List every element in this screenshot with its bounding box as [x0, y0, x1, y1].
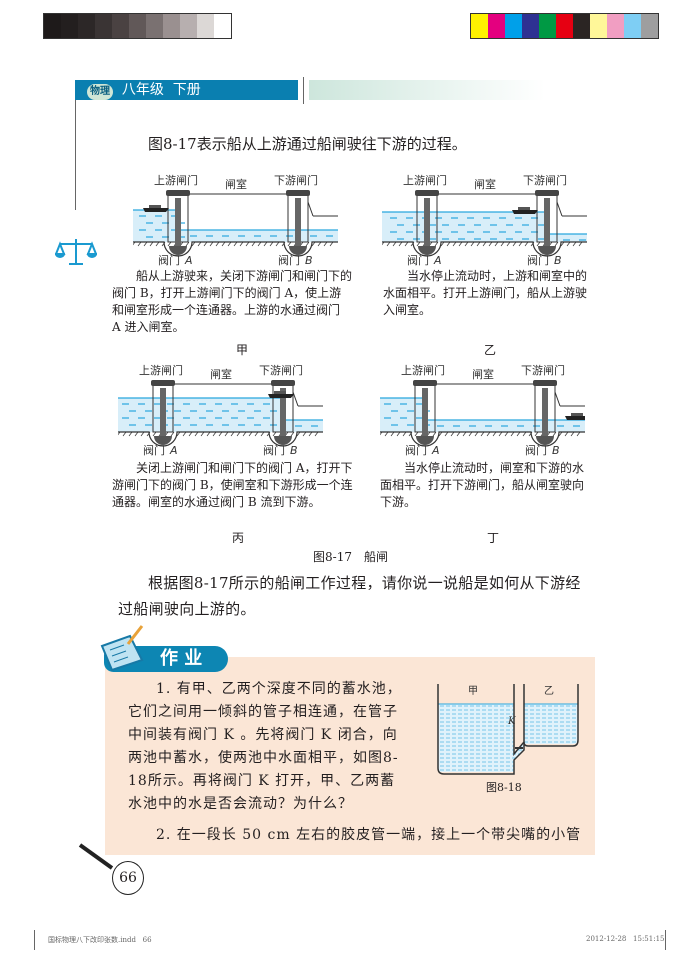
- color-swatch: [129, 14, 146, 38]
- lower-gate-label: 下游闸门: [521, 364, 565, 377]
- color-swatch: [641, 14, 658, 38]
- color-swatch: [624, 14, 641, 38]
- divider: [303, 77, 304, 104]
- lower-gate-label: 下游闸门: [259, 364, 303, 377]
- color-swatch: [163, 14, 180, 38]
- valve-b-label: 阀门: [263, 444, 285, 457]
- valve-b-letter: B: [305, 254, 313, 267]
- margin-line: [75, 100, 76, 210]
- page-number: 66: [112, 861, 144, 895]
- pencil-icon: [78, 843, 114, 870]
- color-swatch: [44, 14, 61, 38]
- color-swatch: [146, 14, 163, 38]
- color-swatch: [214, 14, 231, 38]
- lower-gate-label: 下游闸门: [274, 174, 318, 187]
- homework-tab: 作 业: [104, 646, 228, 672]
- color-swatch: [488, 14, 505, 38]
- panel-caption-yi: 当水停止流动时，上游和闸室中的水面相平。打开上游闸门，船从上游驶入闸室。: [383, 269, 588, 317]
- upper-gate-label: 上游闸门: [154, 174, 198, 187]
- valve-b-letter: B: [290, 444, 298, 457]
- balance-scale-icon: [55, 239, 97, 265]
- color-swatch: [78, 14, 95, 38]
- notebook-pencil-icon: [100, 625, 144, 672]
- page-header: 物理 八年级 下册: [75, 80, 298, 100]
- reservoir-jia-label: 甲: [468, 686, 478, 697]
- panel-caption-ding: 当水停止流动时，闸室和下游的水面相平。打开下游闸门，船从闸室驶向下游。: [380, 461, 585, 509]
- panel-label-bing: 丙: [232, 531, 245, 545]
- color-swatch: [112, 14, 129, 38]
- intro-text: 图8-17表示船从上游通过船闸驶往下游的过程。: [148, 135, 467, 153]
- header-title: 八年级 下册: [121, 82, 201, 98]
- color-swatch: [607, 14, 624, 38]
- chamber-label: 闸室: [472, 368, 494, 381]
- homework-title: 作 业: [160, 648, 203, 669]
- homework-question-2: 2. 在一段长 50 cm 左右的胶皮管一端，接上一个带尖嘴的小管: [156, 827, 582, 843]
- color-swatch: [471, 14, 488, 38]
- panel-caption-jia: 船从上游驶来，关闭下游闸门和闸门下的阀门 B，打开上游闸门下的阀门 A，使上游和…: [112, 269, 353, 334]
- color-swatch: [522, 14, 539, 38]
- upper-gate-label: 上游闸门: [139, 364, 183, 377]
- color-swatch: [590, 14, 607, 38]
- valve-b-label: 阀门: [525, 444, 547, 457]
- panel-caption-bing: 关闭上游闸门和闸门下的阀门 A，打开下游闸门下的阀门 B，使闸室和下游形成一个连…: [112, 461, 353, 509]
- color-swatch: [197, 14, 214, 38]
- color-swatch: [180, 14, 197, 38]
- valve-a-label: 阀门: [158, 254, 180, 267]
- valve-a-letter: A: [185, 254, 193, 267]
- subject-logo: 物理: [87, 84, 113, 100]
- color-swatch: [505, 14, 522, 38]
- reservoir-yi-label: 乙: [544, 685, 554, 697]
- header-gradient: [309, 80, 545, 100]
- valve-a-letter: A: [170, 444, 178, 457]
- upper-gate-label: 上游闸门: [401, 364, 445, 377]
- valve-a-label: 阀门: [143, 444, 165, 457]
- color-swatch: [95, 14, 112, 38]
- valve-k-label: K: [507, 716, 516, 727]
- valve-a-label: 阀门: [405, 444, 427, 457]
- chamber-label: 闸室: [225, 178, 247, 191]
- lower-gate-label: 下游闸门: [523, 174, 567, 187]
- figure-caption: 图8-17 船闸: [313, 550, 388, 564]
- color-swatch: [556, 14, 573, 38]
- valve-b-letter: B: [554, 254, 562, 267]
- chamber-label: 闸室: [474, 178, 496, 191]
- valve-b-label: 阀门: [527, 254, 549, 267]
- panel-label-yi: 乙: [484, 343, 497, 357]
- valve-a-letter: A: [432, 444, 440, 457]
- footer-timestamp: 2012-12-28 15:51:15: [586, 935, 665, 943]
- panel-label-jia: 甲: [236, 343, 249, 357]
- color-swatch: [539, 14, 556, 38]
- figure-8-18-reservoirs: 甲 乙 K: [437, 684, 579, 775]
- color-swatch: [61, 14, 78, 38]
- crop-mark: [665, 930, 666, 950]
- gray-calibration-strip: [43, 13, 232, 39]
- question-paragraph: 根据图8-17所示的船闸工作过程，请你说一说船是如何从下游经过船闸驶向上游的。: [118, 574, 581, 618]
- figure-8-18-caption: 图8-18: [486, 781, 522, 794]
- upper-gate-label: 上游闸门: [403, 174, 447, 187]
- homework-question-1: 1. 有甲、乙两个深度不同的蓄水池，它们之间用一倾斜的管子相连通，在管子中间装有…: [128, 681, 402, 812]
- crop-mark: [34, 930, 35, 950]
- footer-filename: 国标物理八下改印张数.indd 66: [48, 936, 152, 944]
- color-calibration-strip: [470, 13, 659, 39]
- chamber-label: 闸室: [210, 368, 232, 381]
- panel-label-ding: 丁: [487, 531, 500, 545]
- color-swatch: [573, 14, 590, 38]
- valve-b-letter: B: [552, 444, 560, 457]
- valve-b-label: 阀门: [278, 254, 300, 267]
- valve-a-letter: A: [434, 254, 442, 267]
- valve-a-label: 阀门: [407, 254, 429, 267]
